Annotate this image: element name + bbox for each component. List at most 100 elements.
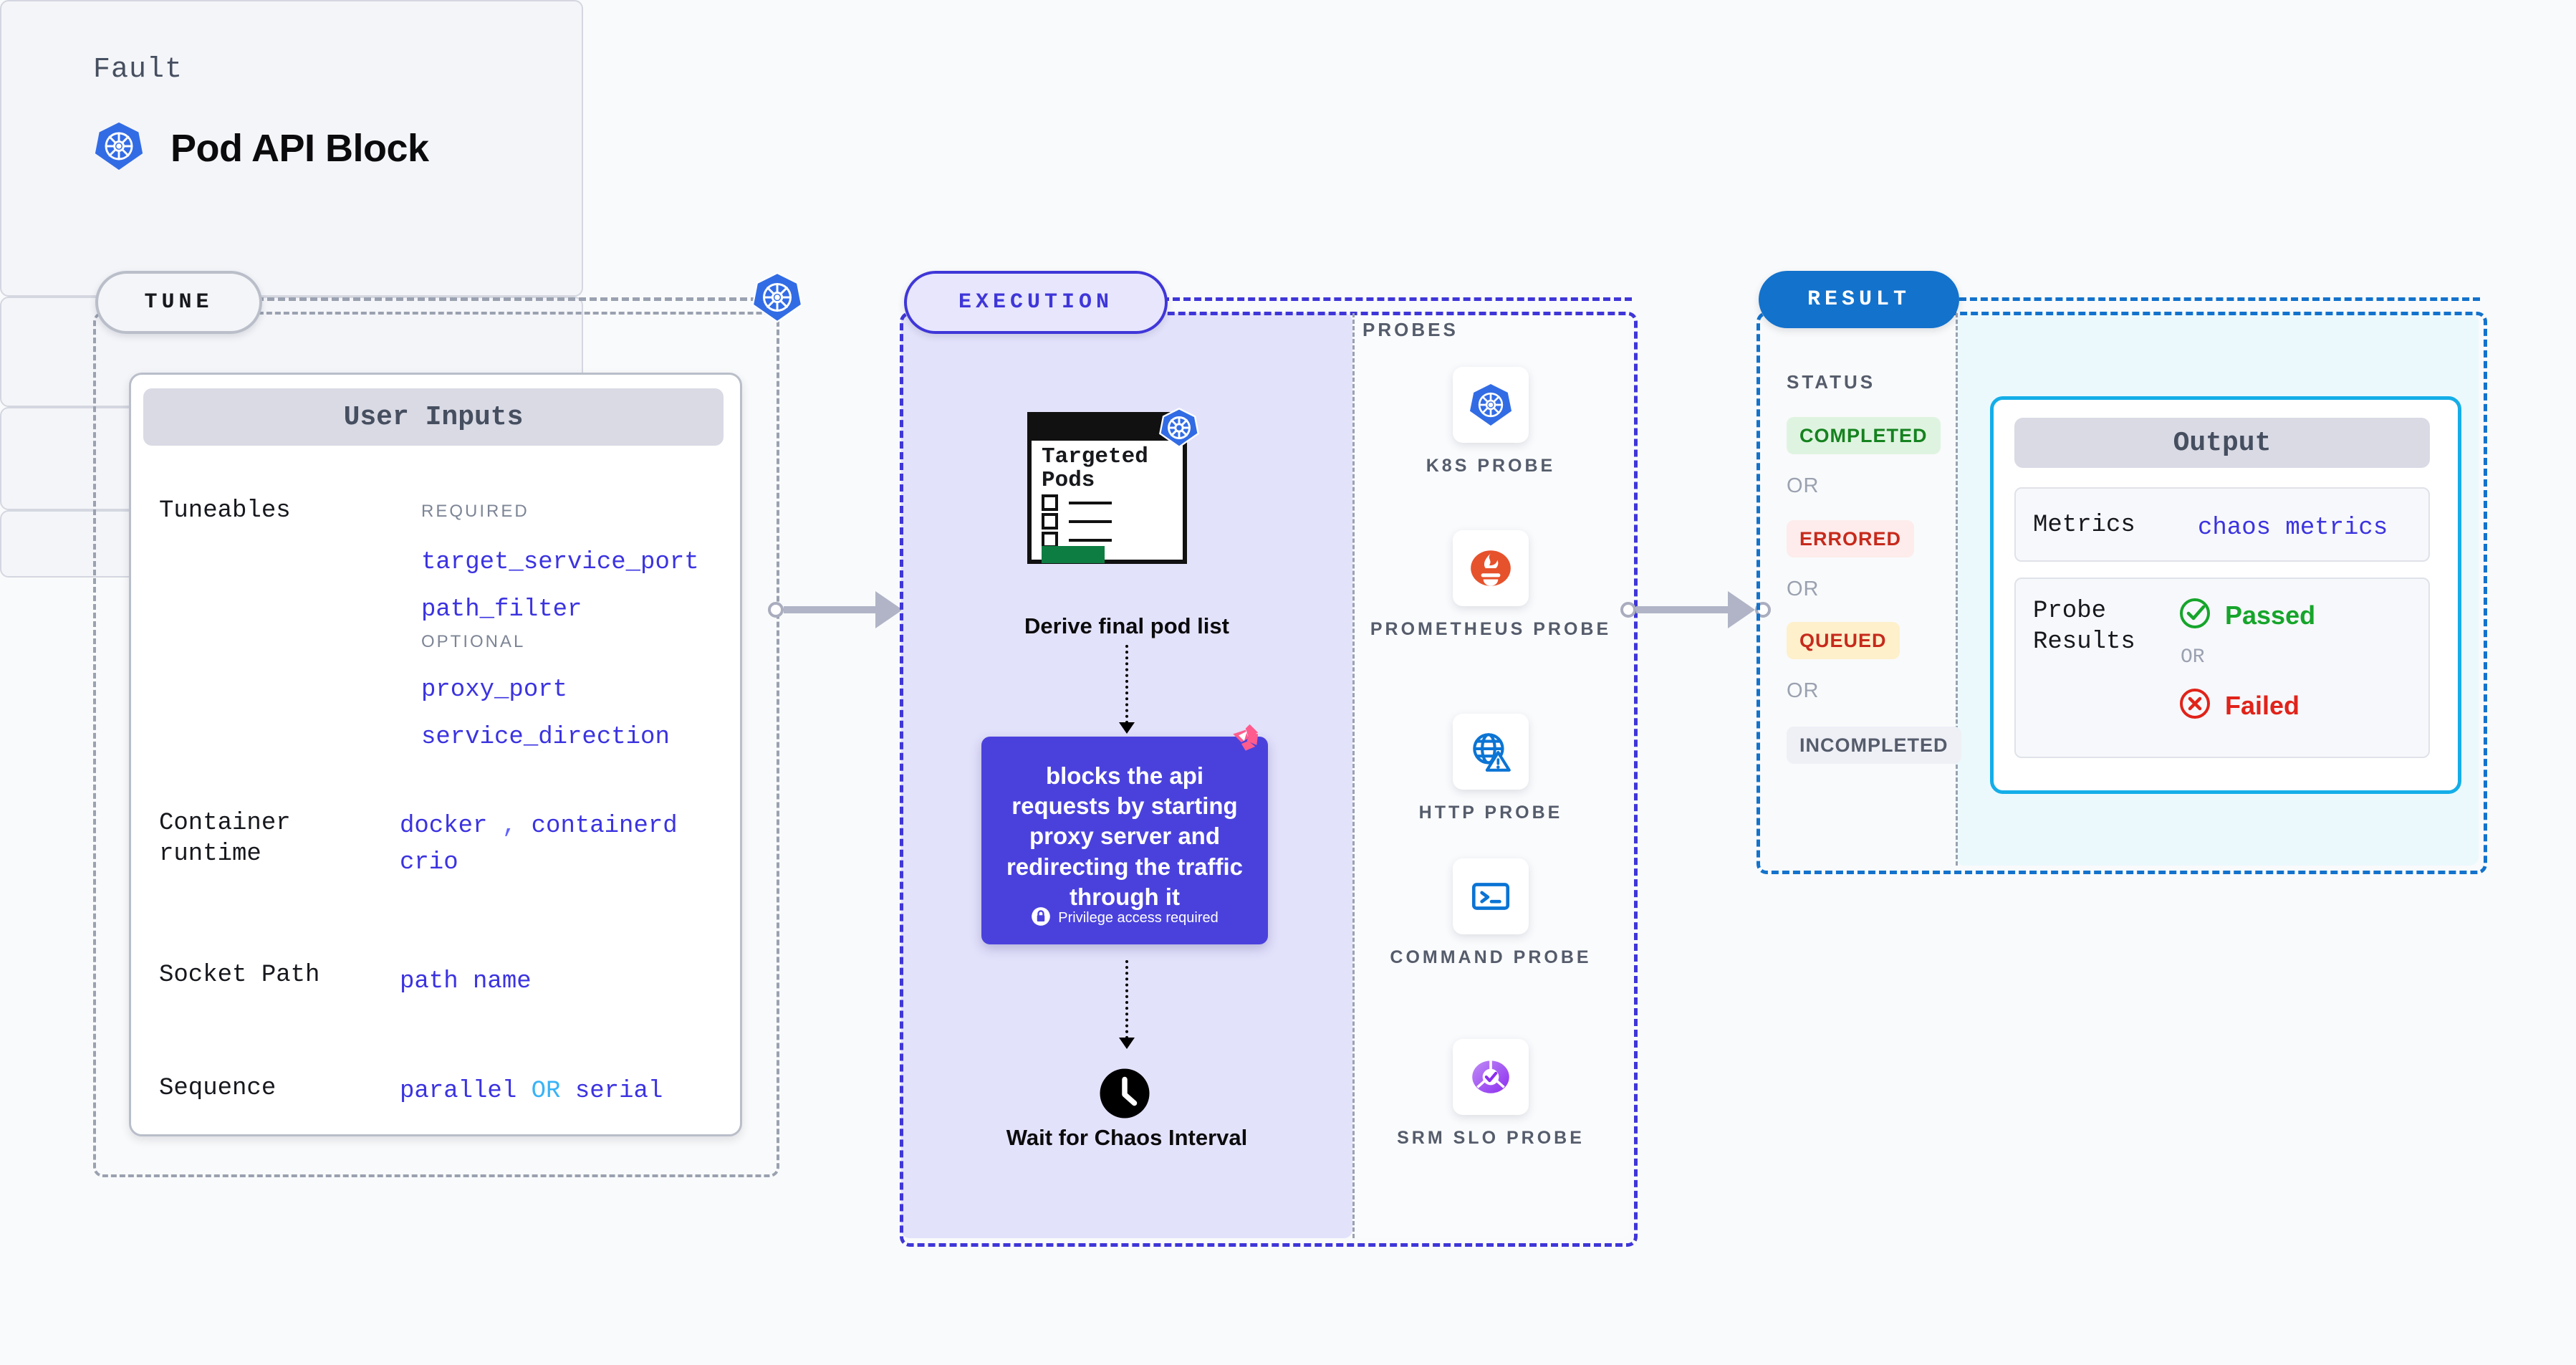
probe-results-label: Probe Results (2033, 598, 2135, 656)
fault-action-card: blocks the api requests by starting prox… (981, 737, 1268, 944)
runtime-containerd[interactable]: containerd (531, 813, 678, 840)
x-circle-icon (2178, 686, 2212, 724)
status-badge-incompleted: INCOMPLETED (1787, 727, 1961, 764)
kubernetes-icon (1158, 407, 1200, 449)
socket-path-label: Socket Path (159, 962, 320, 989)
tune-stage-pill[interactable]: TUNE (95, 271, 262, 334)
user-inputs-card (129, 373, 742, 1136)
output-card-title: Output (2014, 418, 2430, 468)
probes-divider (1352, 313, 1355, 1238)
tune-to-execution-connector (768, 591, 918, 628)
connector-dot-start (1620, 602, 1636, 618)
kubernetes-icon (1453, 367, 1529, 443)
sequence-values: parallel OR serial (400, 1073, 663, 1110)
flow-arrow (1119, 722, 1135, 734)
flow-line (1125, 960, 1128, 1039)
tuneable-target-service-port[interactable]: target_service_port (421, 549, 699, 576)
page-title: Pod API Block (170, 126, 429, 170)
pod-checkbox[interactable] (1042, 494, 1058, 511)
connector-arrowhead (875, 591, 903, 628)
probes-title: PROBES (1363, 319, 1458, 340)
probe-result-passed: Passed (2178, 596, 2315, 634)
execution-stage-pill[interactable]: EXECUTION (904, 271, 1168, 334)
probe-label: HTTP PROBE (1418, 803, 1563, 823)
tuneable-proxy-port[interactable]: proxy_port (421, 676, 568, 704)
fault-action-text: blocks the api requests by starting prox… (1006, 762, 1244, 910)
optional-tag: OPTIONAL (421, 632, 526, 651)
sequence-label: Sequence (159, 1075, 277, 1102)
tuneable-service-direction[interactable]: service_direction (421, 724, 670, 751)
pod-line (1069, 502, 1112, 504)
wait-for-chaos-interval-label: Wait for Chaos Interval (1006, 1125, 1248, 1150)
connector-arrowhead (1728, 591, 1755, 628)
status-badge-errored: ERRORED (1787, 520, 1915, 557)
runtime-docker[interactable]: docker (400, 813, 488, 840)
flow-arrow (1119, 1038, 1135, 1049)
targeted-pods-titlebar (1027, 412, 1187, 441)
runtime-separator: , (501, 813, 517, 840)
targeted-pods-heading: Targeted Pods (1042, 444, 1148, 493)
prometheus-icon (1453, 530, 1529, 606)
socket-path-value[interactable]: path name (400, 968, 532, 995)
probe-item-http[interactable]: HTTP PROBE (1352, 714, 1629, 825)
result-stage-pill[interactable]: RESULT (1759, 271, 1959, 328)
connector-bar (1636, 606, 1728, 613)
pod-line (1069, 539, 1112, 542)
probe-item-prometheus[interactable]: PROMETHEUS PROBE (1352, 530, 1629, 641)
result-connector-line (1959, 297, 2480, 301)
tuneables-label: Tuneables (159, 497, 291, 525)
execution-stage-box (900, 312, 1638, 1247)
tuneable-path-filter[interactable]: path_filter (421, 596, 582, 623)
probe-result-failed: Failed (2178, 686, 2299, 724)
fault-title-row: Pod API Block (93, 120, 429, 176)
container-runtime-values: docker , containerd crio (400, 808, 678, 881)
flow-line (1125, 645, 1128, 724)
clock-icon (1099, 1068, 1150, 1123)
sequence-parallel[interactable]: parallel (400, 1078, 517, 1105)
privilege-note: Privilege access required (1031, 906, 1219, 930)
lock-icon (1031, 906, 1051, 930)
metrics-value[interactable]: chaos metrics (2198, 514, 2388, 542)
pod-progress-bar (1042, 546, 1105, 563)
failed-label: Failed (2225, 690, 2300, 720)
harness-logo-icon (1218, 720, 1262, 768)
fault-kicker: Fault (93, 54, 183, 86)
kubernetes-icon (93, 120, 145, 176)
sequence-serial[interactable]: serial (575, 1078, 663, 1105)
output-probe-results-row (2014, 578, 2430, 758)
user-inputs-title: User Inputs (143, 388, 724, 446)
pod-checkbox[interactable] (1042, 513, 1058, 530)
status-badge-completed: COMPLETED (1787, 417, 1941, 454)
metrics-label: Metrics (2033, 512, 2135, 539)
probe-label: PROMETHEUS PROBE (1370, 619, 1612, 639)
probe-item-k8s[interactable]: K8S PROBE (1352, 367, 1629, 478)
pod-line (1069, 520, 1112, 523)
result-stage-box (1756, 312, 2487, 874)
result-divider (1956, 313, 1958, 866)
passed-label: Passed (2225, 600, 2316, 630)
connector-bar (784, 606, 875, 613)
status-badge-queued: QUEUED (1787, 622, 1900, 659)
probe-item-command[interactable]: COMMAND PROBE (1352, 858, 1629, 969)
probe-item-srm-slo[interactable]: SRM SLO PROBE (1352, 1039, 1629, 1150)
derive-final-pod-list-label: Derive final pod list (1024, 613, 1229, 638)
privilege-note-text: Privilege access required (1058, 910, 1219, 926)
globe-warning-icon (1453, 714, 1529, 790)
status-or-2: OR (1787, 578, 1820, 600)
probe-label: K8S PROBE (1426, 456, 1556, 476)
probe-label: SRM SLO PROBE (1397, 1128, 1585, 1148)
probe-label: COMMAND PROBE (1390, 947, 1592, 967)
tune-stage-box (93, 312, 779, 1177)
check-circle-icon (2178, 596, 2212, 634)
terminal-icon (1453, 858, 1529, 934)
output-metrics-row (2014, 487, 2430, 562)
kubernetes-icon (751, 271, 804, 324)
probe-results-or: OR (2181, 646, 2205, 669)
runtime-crio[interactable]: crio (400, 849, 458, 876)
status-or-3: OR (1787, 679, 1820, 702)
status-or-1: OR (1787, 474, 1820, 497)
container-runtime-label: Container runtime (159, 810, 291, 868)
srm-slo-icon (1453, 1039, 1529, 1115)
required-tag: REQUIRED (421, 502, 529, 521)
tune-connector-line (256, 297, 758, 301)
